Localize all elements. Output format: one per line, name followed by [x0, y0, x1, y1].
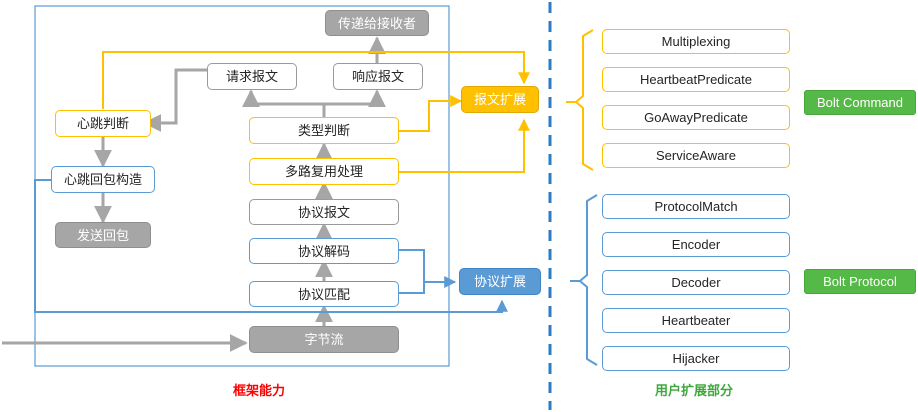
ext-item-heartbeater[interactable]: Heartbeater [602, 308, 790, 333]
node-multiplex-handle[interactable]: 多路复用处理 [249, 158, 399, 185]
node-send-reply[interactable]: 发送回包 [55, 222, 151, 248]
ext-item-serviceaware[interactable]: ServiceAware [602, 143, 790, 168]
node-deliver-to-receiver[interactable]: 传递给接收者 [325, 10, 429, 36]
node-response-message[interactable]: 响应报文 [333, 63, 423, 90]
ext-item-decoder[interactable]: Decoder [602, 270, 790, 295]
node-request-message[interactable]: 请求报文 [207, 63, 297, 90]
node-heartbeat-judge[interactable]: 心跳判断 [55, 110, 151, 137]
node-protocol-decode[interactable]: 协议解码 [249, 238, 399, 264]
node-type-judge[interactable]: 类型判断 [249, 117, 399, 144]
node-protocol-message[interactable]: 协议报文 [249, 199, 399, 225]
ext-item-encoder[interactable]: Encoder [602, 232, 790, 257]
node-byte-stream[interactable]: 字节流 [249, 326, 399, 353]
ext-item-goawaypredicate[interactable]: GoAwayPredicate [602, 105, 790, 130]
node-protocol-match[interactable]: 协议匹配 [249, 281, 399, 307]
ext-item-hijacker[interactable]: Hijacker [602, 346, 790, 371]
node-message-extension[interactable]: 报文扩展 [461, 86, 539, 113]
node-protocol-extension[interactable]: 协议扩展 [459, 268, 541, 295]
caption-user-extension: 用户扩展部分 [655, 383, 734, 398]
ext-item-protocolmatch[interactable]: ProtocolMatch [602, 194, 790, 219]
badge-bolt-protocol[interactable]: Bolt Protocol [804, 269, 916, 294]
caption-framework: 框架能力 [233, 383, 286, 398]
ext-item-heartbeatpredicate[interactable]: HeartbeatPredicate [602, 67, 790, 92]
node-heartbeat-reply-build[interactable]: 心跳回包构造 [51, 166, 155, 193]
ext-item-multiplexing[interactable]: Multiplexing [602, 29, 790, 54]
badge-bolt-command[interactable]: Bolt Command [804, 90, 916, 115]
